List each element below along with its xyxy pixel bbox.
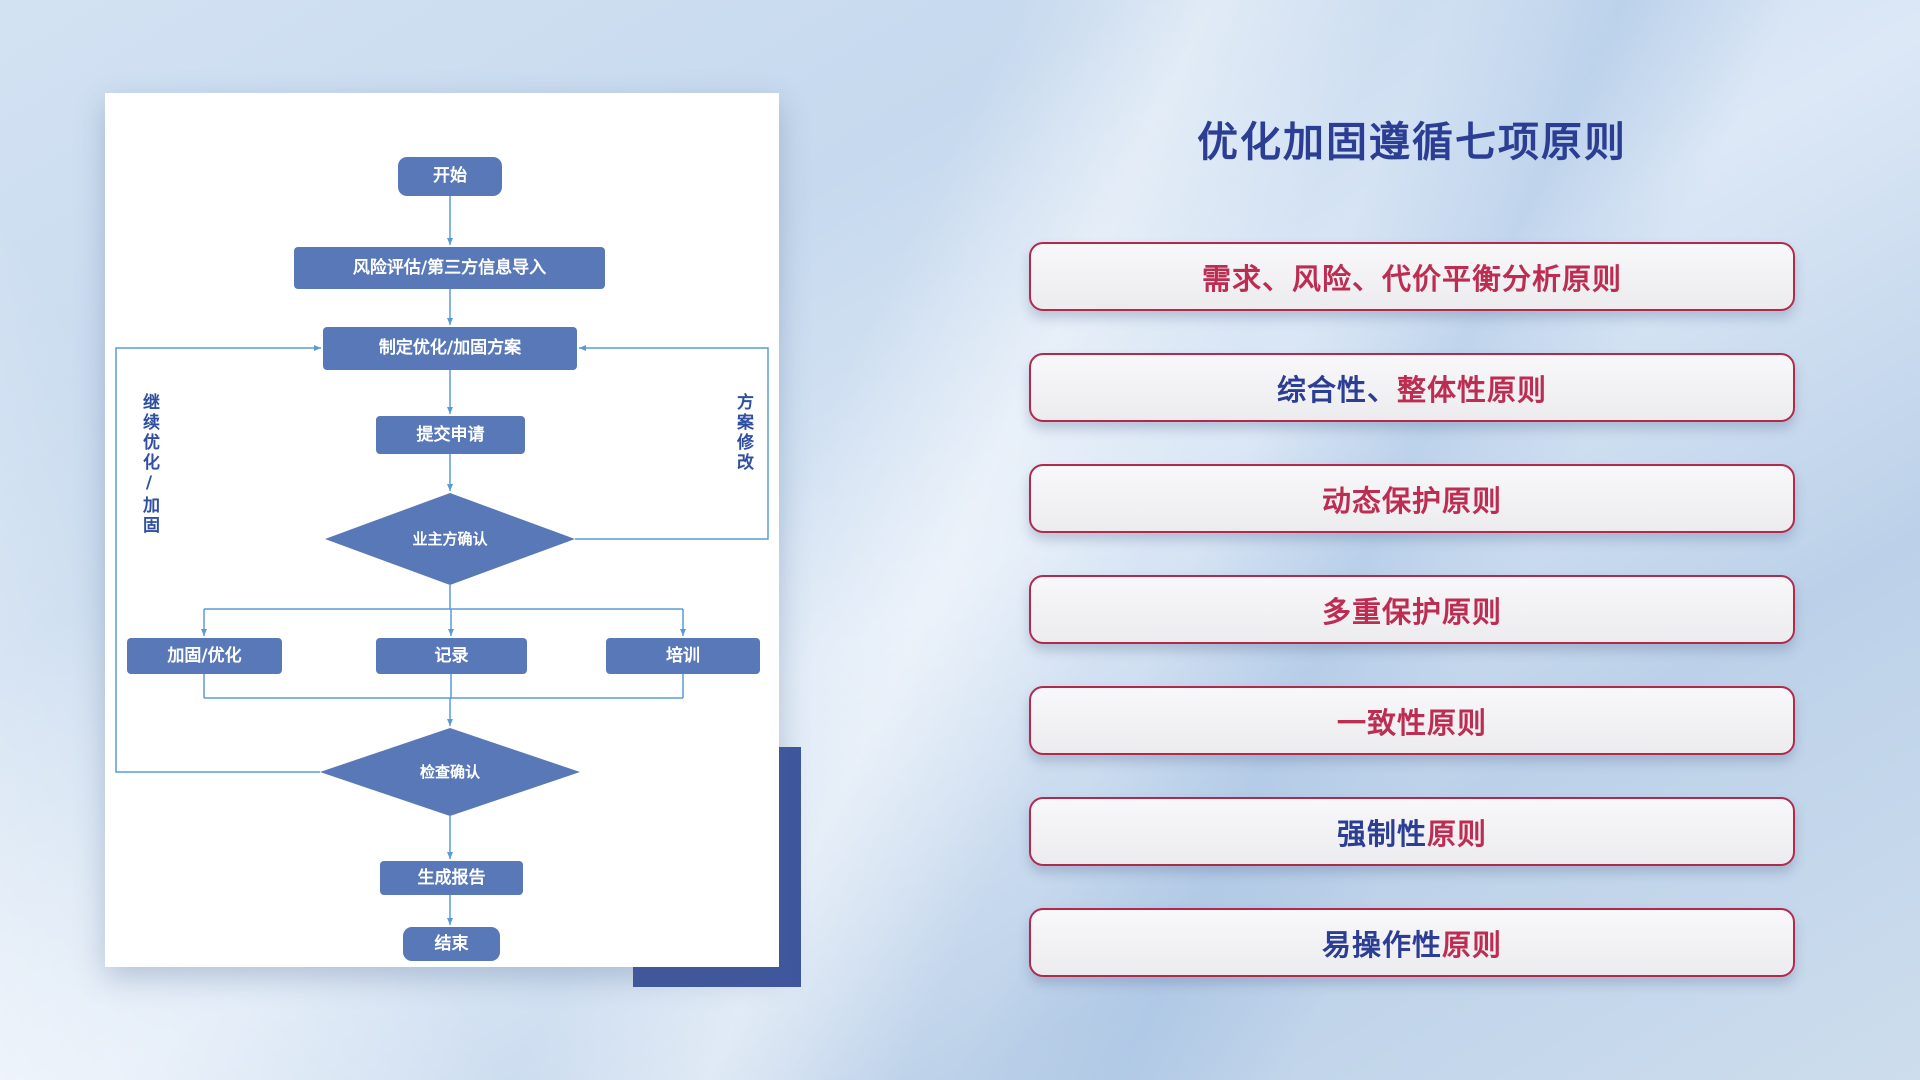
principle-box-6: 强制性原则 — [1029, 797, 1795, 866]
principle-text-segment: 易操作性 — [1321, 927, 1442, 962]
flow-node-make-plan: 制定优化/加固方案 — [323, 327, 577, 370]
flow-node-risk-import: 风险评估/第三方信息导入 — [294, 247, 605, 289]
principle-box-2: 综合性、整体性原则 — [1029, 353, 1795, 422]
flow-node-start: 开始 — [398, 157, 502, 196]
principle-text-segment: 多重保护原则 — [1321, 594, 1502, 629]
flow-node-training: 培训 — [606, 638, 760, 674]
principle-box-1: 需求、风险、代价平衡分析原则 — [1029, 242, 1795, 311]
principle-box-4: 多重保护原则 — [1029, 575, 1795, 644]
principle-text-segment: 原则 — [1427, 816, 1488, 851]
principle-text-segment: 整体性原则 — [1397, 372, 1548, 407]
flowchart-connectors — [115, 196, 769, 925]
principle-text-segment: 一致性原则 — [1336, 705, 1487, 740]
principle-text-segment: 动态保护原则 — [1321, 483, 1502, 518]
principle-text-segment: 强制性 — [1336, 816, 1427, 851]
principle-box-5: 一致性原则 — [1029, 686, 1795, 755]
principle-text-segment: 原则 — [1442, 927, 1503, 962]
principles-list: 需求、风险、代价平衡分析原则 综合性、整体性原则 动态保护原则 多重保护原则 一… — [1029, 242, 1795, 977]
principle-box-7: 易操作性原则 — [1029, 908, 1795, 977]
flow-node-submit: 提交申请 — [376, 416, 525, 454]
flow-node-end: 结束 — [403, 927, 500, 961]
flow-node-harden-optimize: 加固/优化 — [127, 638, 282, 674]
principle-text-segment: 综合性、 — [1276, 372, 1397, 407]
flow-node-record: 记录 — [376, 638, 527, 674]
left-loop-label: 继续优化/加固 — [139, 393, 159, 536]
principle-box-3: 动态保护原则 — [1029, 464, 1795, 533]
flow-node-report: 生成报告 — [380, 861, 523, 895]
flowchart-card: 开始 风险评估/第三方信息导入 制定优化/加固方案 提交申请 业主方确认 加固/… — [105, 93, 779, 967]
right-loop-label: 方案修改 — [733, 393, 753, 473]
principle-text-segment: 需求、风险、代价平衡分析原则 — [1201, 261, 1622, 296]
page-title: 优化加固遵循七项原则 — [1197, 118, 1627, 166]
